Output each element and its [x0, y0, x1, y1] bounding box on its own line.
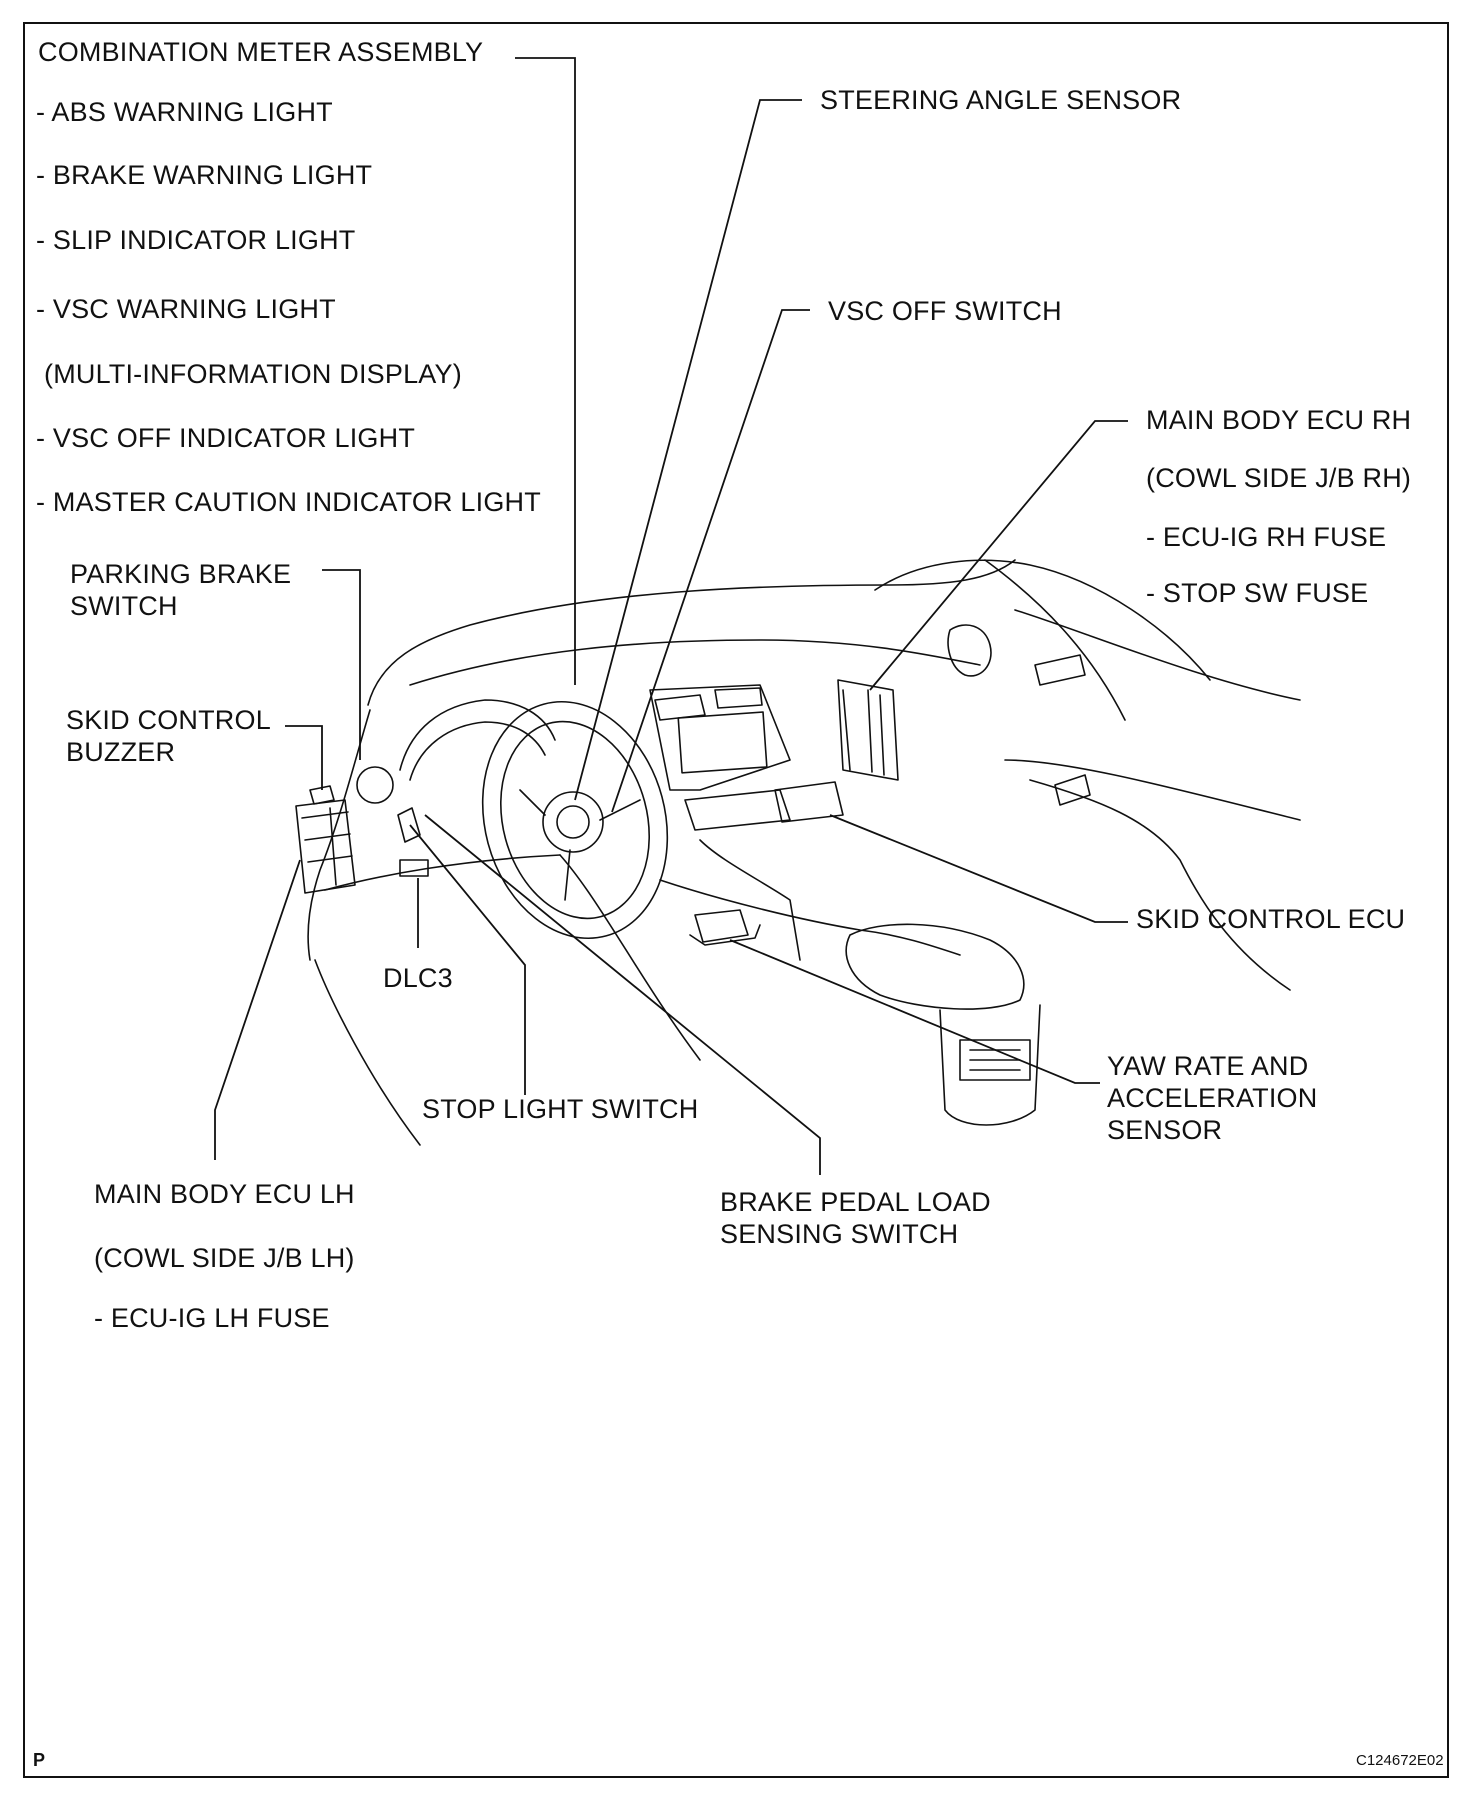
label-combination-meter-title: COMBINATION METER ASSEMBLY: [38, 37, 484, 67]
right-vent: [947, 624, 992, 677]
label-parking-brake-switch: PARKING BRAKE SWITCH: [70, 559, 292, 621]
label-dlc3: DLC3: [383, 963, 453, 993]
ecu-lh-box: [295, 799, 356, 894]
leader-stop-light-switch: [409, 824, 526, 1095]
console-side: [939, 1004, 1041, 1126]
left-gauge: [356, 766, 394, 804]
door-top: [1014, 609, 1301, 701]
door-line: [1004, 759, 1301, 821]
label-main-body-ecu-rh-title: MAIN BODY ECU RH: [1146, 405, 1412, 435]
leader-vsc-off-switch: [611, 309, 810, 813]
leader-steering-angle-sensor: [574, 99, 802, 801]
steering-wheel-outer: [481, 700, 669, 940]
yaw-sensor-box: [694, 909, 749, 943]
leader-yaw-rate: [729, 939, 1100, 1084]
door-panel: [1029, 779, 1291, 991]
label-slip-indicator-light: - SLIP INDICATOR LIGHT: [36, 225, 356, 255]
dlc3-connector: [399, 859, 429, 877]
label-brake-warning-light: - BRAKE WARNING LIGHT: [36, 160, 373, 190]
buzzer-box: [309, 785, 335, 805]
shifter-area: [699, 839, 801, 961]
label-abs-warning-light: - ABS WARNING LIGHT: [36, 97, 333, 127]
leader-main-body-ecu-rh: [869, 420, 1128, 691]
leader-main-body-ecu-lh: [214, 859, 301, 1160]
center-stack: [649, 684, 791, 791]
label-vsc-off-indicator-light: - VSC OFF INDICATOR LIGHT: [36, 423, 416, 453]
armrest: [845, 923, 1025, 1010]
door-switch: [1054, 774, 1091, 806]
left-lower-line: [314, 959, 421, 1146]
center-vents: [654, 687, 763, 721]
knee-panel: [324, 854, 561, 891]
skid-ecu-box: [774, 781, 844, 823]
leader-brake-pedal: [424, 814, 821, 1175]
door-handle: [1034, 654, 1086, 686]
leader-skid-buzzer: [285, 725, 323, 790]
label-vsc-off-switch: VSC OFF SWITCH: [828, 296, 1062, 326]
label-master-caution-indicator-light: - MASTER CAUTION INDICATOR LIGHT: [36, 487, 541, 517]
ecu-rh-box: [837, 679, 899, 781]
stop-light-switch-part: [397, 807, 421, 843]
console-top: [659, 879, 961, 956]
label-cowl-side-jb-lh: (COWL SIDE J/B LH): [94, 1243, 355, 1273]
label-skid-control-buzzer: SKID CONTROL BUZZER: [66, 705, 271, 767]
leader-parking-brake: [322, 569, 361, 760]
leader-combination-meter: [515, 57, 576, 685]
corner-mark-p: P: [33, 1750, 46, 1770]
dash-top-outline: [367, 559, 1016, 706]
lower-console-line: [559, 854, 701, 1061]
label-vsc-warning-light: - VSC WARNING LIGHT: [36, 294, 336, 324]
label-main-body-ecu-lh-title: MAIN BODY ECU LH: [94, 1179, 355, 1209]
windshield-line: [874, 559, 1211, 681]
figure-code: C124672E02: [1356, 1752, 1444, 1769]
meter-hood-inner: [409, 721, 546, 781]
left-dash-edge: [307, 709, 371, 961]
label-steering-angle-sensor: STEERING ANGLE SENSOR: [820, 85, 1182, 115]
dash-upper-contour: [409, 639, 981, 686]
steering-hub: [542, 791, 604, 853]
steering-wheel-inner: [499, 720, 651, 920]
rear-vent: [959, 1039, 1031, 1081]
label-yaw-rate-acceleration-sensor: YAW RATE AND ACCELERATION SENSOR: [1107, 1051, 1318, 1145]
pillar-line: [984, 559, 1126, 721]
label-ecu-ig-lh-fuse: - ECU-IG LH FUSE: [94, 1303, 330, 1333]
label-ecu-ig-rh-fuse: - ECU-IG RH FUSE: [1146, 522, 1387, 552]
diagram-frame: [23, 22, 1449, 1778]
label-cowl-side-jb-rh: (COWL SIDE J/B RH): [1146, 463, 1412, 493]
label-stop-sw-fuse: - STOP SW FUSE: [1146, 578, 1369, 608]
label-brake-pedal-load-sensing-switch: BRAKE PEDAL LOAD SENSING SWITCH: [720, 1187, 991, 1249]
label-multi-information-display: (MULTI-INFORMATION DISPLAY): [44, 359, 462, 389]
climate-panel: [684, 789, 791, 831]
label-stop-light-switch: STOP LIGHT SWITCH: [422, 1094, 699, 1124]
nav-screen: [677, 711, 768, 774]
label-skid-control-ecu: SKID CONTROL ECU: [1136, 904, 1406, 934]
leader-skid-control-ecu: [829, 814, 1128, 923]
meter-hood: [399, 699, 556, 771]
